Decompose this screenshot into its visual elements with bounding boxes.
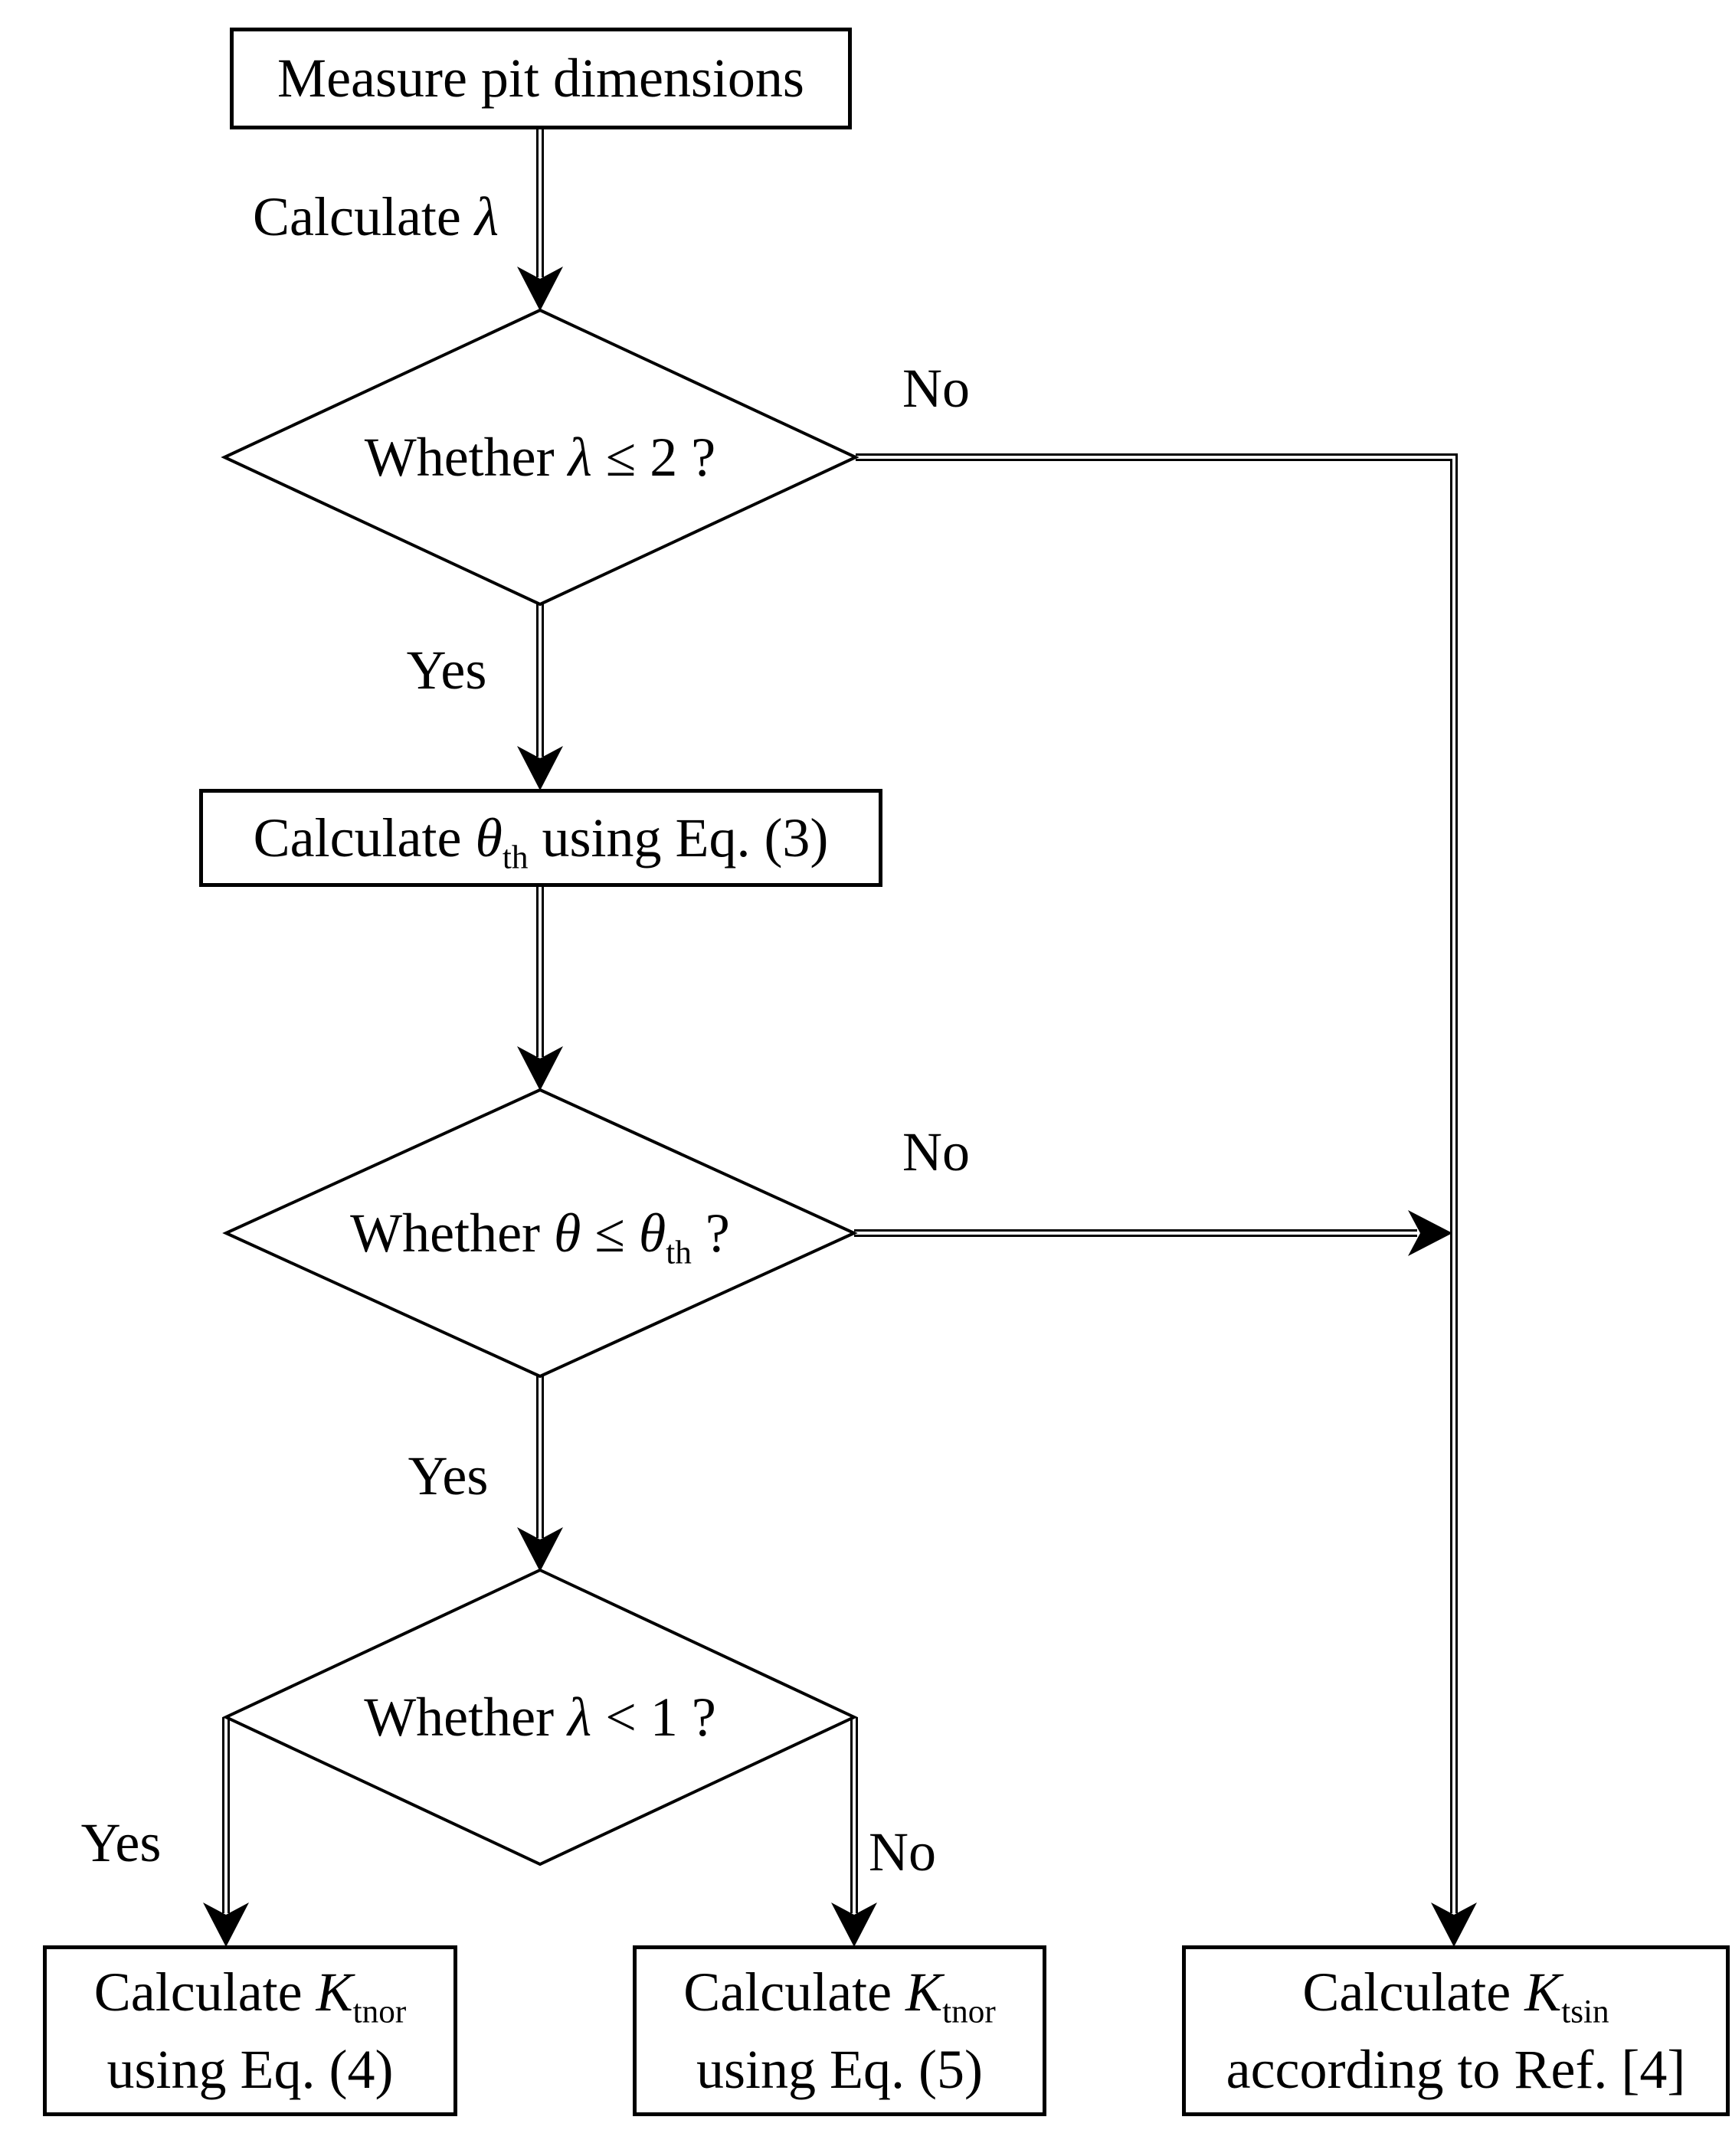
node-calc-k-eq4-text: Calculate Ktnor using Eq. (4)	[94, 1954, 406, 2109]
arrowhead-into-d1	[517, 267, 563, 311]
node-calc-k-eq5-text: Calculate Ktnor using Eq. (5)	[683, 1954, 995, 2109]
arrowheads	[203, 267, 1477, 1947]
d1-var: λ	[568, 427, 592, 488]
k-ref4-line2: according to Ref. [4]	[1226, 2038, 1686, 2100]
edge-d1-no-bypass-inner	[856, 456, 1455, 1913]
d2-var2: θ	[638, 1202, 666, 1264]
k-eq4-line1: Calculate Ktnor	[94, 1954, 406, 2031]
node-calc-k-eq4: Calculate Ktnor using Eq. (4)	[43, 1945, 457, 2116]
arrowhead-into-eq5-box	[831, 1902, 877, 1947]
decision-theta-shape	[222, 1088, 858, 1379]
decision-shapes	[221, 308, 859, 1866]
calc-lambda-var: λ	[474, 186, 499, 247]
k-eq4-line2: using Eq. (4)	[106, 2038, 394, 2100]
edge-label-calculate-lambda: Calculate λ	[253, 189, 499, 244]
edge-label-yes1: Yes	[406, 640, 487, 701]
arrowhead-into-calc-theta	[517, 746, 563, 790]
d1-pre: Whether	[364, 427, 568, 488]
k-ref4-sub: tsin	[1561, 1994, 1609, 2030]
d2-post: ?	[691, 1202, 730, 1264]
d2-label: Whether θ ≤ θth ?	[350, 1202, 730, 1269]
d3-var: λ	[568, 1687, 592, 1748]
decision-lambda-le2-text: Whether λ ≤ 2 ?	[272, 383, 808, 532]
d3-pre: Whether	[364, 1687, 568, 1748]
arrowhead-into-ref4-box	[1431, 1902, 1477, 1947]
d2-sub: th	[666, 1235, 692, 1271]
decision-lambda-lt1-shape	[222, 1568, 858, 1866]
edge-label-no1: No	[902, 358, 970, 419]
calc-lambda-pre: Calculate	[253, 186, 475, 247]
node-calc-k-eq5: Calculate Ktnor using Eq. (5)	[633, 1945, 1046, 2116]
calc-theta-sub: th	[502, 839, 529, 875]
arrowhead-into-eq4-box	[203, 1902, 249, 1947]
arrowhead-into-d2	[517, 1046, 563, 1091]
decision-lambda-lt1-text: Whether λ < 1 ?	[272, 1643, 808, 1792]
k-eq5-line2: using Eq. (5)	[696, 2038, 983, 2100]
node-measure-pit-dimensions: Measure pit dimensions	[230, 28, 852, 129]
edge-label-no2: No	[902, 1121, 970, 1183]
edge-d1-no-bypass	[856, 453, 1458, 1913]
calc-theta-pre: Calculate	[253, 806, 476, 869]
k-ref4-line1: Calculate Ktsin	[1226, 1954, 1686, 2031]
d1-post: ≤ 2 ?	[591, 427, 716, 488]
arrowhead-into-d3	[517, 1527, 563, 1572]
k-eq5-pre: Calculate	[683, 1961, 906, 2023]
d2-mid: ≤	[581, 1202, 639, 1264]
decision-theta-text: Whether θ ≤ θth ?	[272, 1159, 808, 1308]
arrowhead-d2-no-join	[1408, 1210, 1452, 1256]
d2-pre: Whether	[350, 1202, 555, 1264]
calc-theta-post: using Eq. (3)	[528, 806, 829, 869]
d3-label: Whether λ < 1 ?	[364, 1686, 716, 1749]
d3-post: < 1 ?	[591, 1687, 716, 1748]
node-calc-theta-th: Calculate θth using Eq. (3)	[199, 789, 882, 887]
edge-label-no3: No	[869, 1821, 936, 1883]
k-eq5-sub: tnor	[942, 1994, 996, 2030]
node-measure-label: Measure pit dimensions	[277, 47, 804, 110]
k-eq4-sub: tnor	[352, 1994, 407, 2030]
d2-var1: θ	[554, 1202, 581, 1264]
decision-lambda-le2-shape	[221, 308, 859, 607]
calc-theta-var: θ	[475, 806, 503, 869]
node-calc-k-ref4-text: Calculate Ktsin according to Ref. [4]	[1226, 1954, 1686, 2109]
d1-label: Whether λ ≤ 2 ?	[365, 426, 716, 489]
k-eq4-pre: Calculate	[93, 1961, 316, 2023]
k-ref4-var: K	[1524, 1961, 1562, 2023]
node-calc-k-ref4: Calculate Ktsin according to Ref. [4]	[1182, 1945, 1730, 2116]
k-ref4-pre: Calculate	[1302, 1961, 1525, 2023]
edge-label-yes3: Yes	[80, 1812, 162, 1873]
node-calc-theta-label: Calculate θth using Eq. (3)	[254, 800, 829, 877]
k-eq5-var: K	[905, 1961, 943, 2023]
edge-label-yes2: Yes	[408, 1445, 489, 1507]
k-eq5-line1: Calculate Ktnor	[683, 1954, 995, 2031]
edges	[222, 129, 1458, 1913]
k-eq4-var: K	[316, 1961, 353, 2023]
